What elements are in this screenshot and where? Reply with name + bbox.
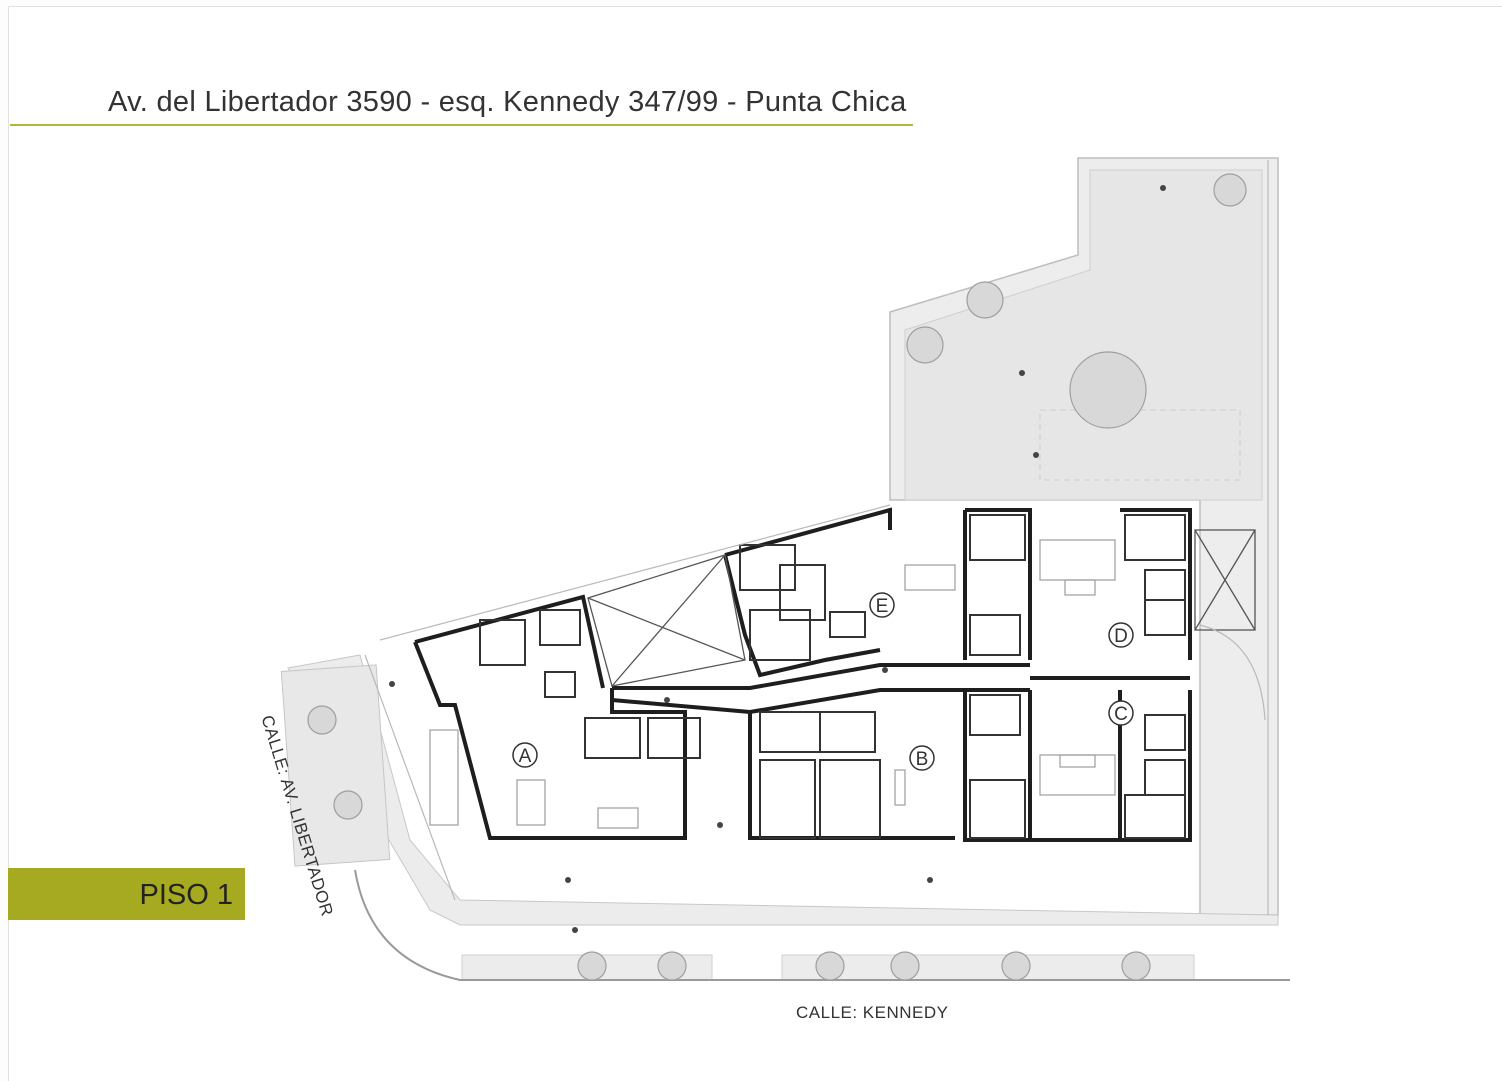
building-walls: [413, 507, 1192, 842]
sidewalk: [280, 654, 1290, 981]
light-well: [587, 529, 1256, 687]
unit-b-label: B: [916, 749, 929, 770]
unit-e-marker: E: [869, 592, 895, 618]
unit-d-marker: D: [1108, 622, 1134, 648]
furniture: [429, 539, 1116, 829]
property-lines: [364, 160, 1269, 915]
garden-area: [889, 157, 1279, 916]
floor-badge: PISO 1: [8, 868, 245, 920]
interior-walls: [479, 514, 1186, 839]
unit-b-marker: B: [909, 745, 935, 771]
unit-d-label: D: [1114, 626, 1128, 647]
level-markers: [389, 185, 1166, 933]
unit-e-label: E: [876, 596, 889, 617]
tree-icons: [307, 173, 1247, 981]
title-underline: [10, 124, 913, 126]
unit-a-label: A: [519, 746, 532, 767]
floor-label: PISO 1: [139, 879, 234, 911]
unit-a-marker: A: [512, 742, 538, 768]
page-title: Av. del Libertador 3590 - esq. Kennedy 3…: [108, 86, 907, 118]
street-label-kennedy: CALLE: KENNEDY: [796, 1003, 949, 1022]
unit-c-label: C: [1114, 704, 1128, 725]
unit-c-marker: C: [1108, 700, 1134, 726]
